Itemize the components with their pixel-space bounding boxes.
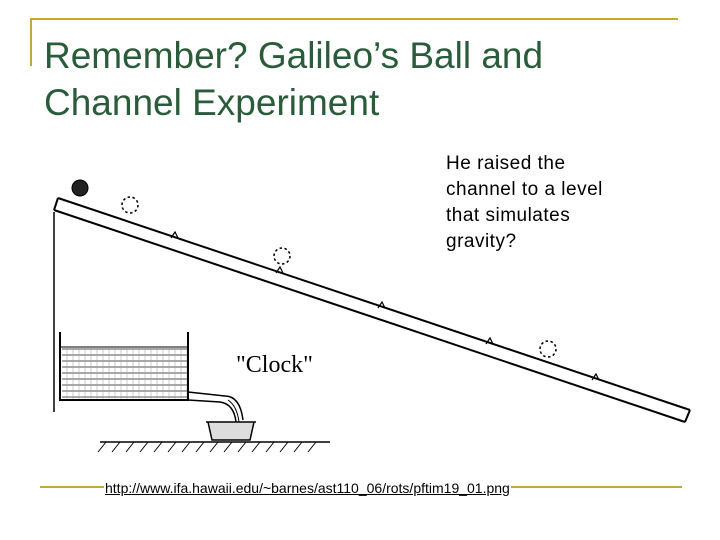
channel-mark-2	[275, 265, 284, 274]
clock-label: "Clock"	[236, 352, 313, 378]
channel-mark-4	[485, 336, 494, 345]
water-tank	[59, 332, 189, 401]
channel-marks	[170, 230, 600, 381]
channel-bottom-edge	[53, 209, 686, 423]
channel-mark-5	[591, 372, 600, 381]
collecting-basin	[206, 421, 256, 441]
channel-mark-3	[377, 300, 386, 309]
channel-left-end	[53, 197, 59, 211]
ball-position-2	[273, 247, 291, 265]
channel-mark-1	[170, 230, 179, 239]
inclined-channel	[53, 197, 691, 423]
ball-position-3	[539, 340, 557, 358]
galileo-incline-illustration: "Clock"	[53, 179, 691, 453]
body-text: He raised the channel to a level that si…	[446, 153, 603, 252]
title-accent-top-rule	[30, 18, 678, 20]
tank-walls	[59, 332, 189, 401]
ball-position-1	[121, 196, 139, 214]
water-stream	[187, 391, 244, 423]
channel-right-end	[684, 409, 691, 423]
title-accent-left-rule	[30, 18, 32, 66]
channel-top-edge	[57, 197, 691, 411]
ball-positions	[121, 196, 557, 358]
water-fill	[62, 348, 187, 400]
ground-line	[97, 441, 330, 453]
source-link[interactable]: http://www.ifa.hawaii.edu/~barnes/ast110…	[104, 480, 511, 496]
slide-title: Remember? Galileo’s Ball and Channel Exp…	[44, 35, 544, 123]
ball	[71, 179, 89, 197]
